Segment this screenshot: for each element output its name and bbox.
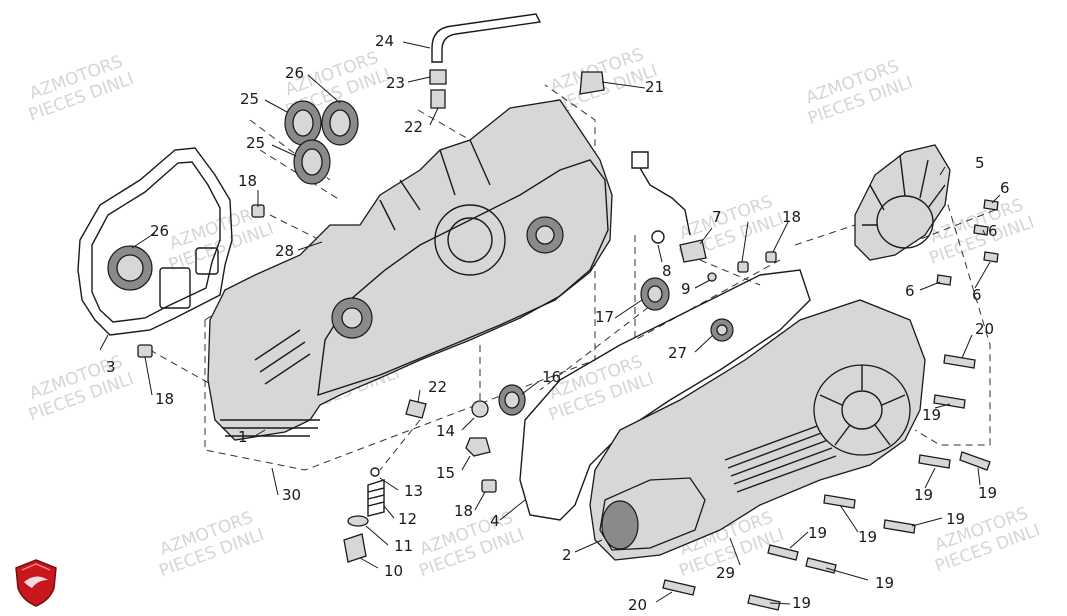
callout-10: 10: [384, 562, 403, 580]
callout-19: 19: [946, 510, 965, 528]
brand-shield-logo: [15, 559, 57, 607]
transmission-cover: [589, 299, 926, 561]
callout-19: 19: [978, 484, 997, 502]
callout-18: 18: [782, 208, 801, 226]
callout-4: 4: [490, 512, 500, 530]
shield-highlight: [21, 563, 51, 571]
callout-15: 15: [436, 464, 455, 482]
cover-gasket: [519, 269, 811, 521]
callout-22: 22: [404, 118, 423, 136]
callout-1: 1: [238, 428, 248, 446]
callout-19: 19: [792, 594, 811, 612]
callout-17: 17: [595, 308, 614, 326]
callout-6: 6: [905, 282, 915, 300]
callout-18: 18: [155, 390, 174, 408]
callout-11: 11: [394, 537, 413, 555]
shield-emblem-icon: [24, 576, 48, 588]
callout-8: 8: [662, 262, 672, 280]
callout-6: 6: [1000, 179, 1010, 197]
seals-and-sensor: [498, 151, 777, 416]
callout-23: 23: [386, 74, 405, 92]
callout-14: 14: [436, 422, 455, 440]
callout-24: 24: [375, 32, 394, 50]
leader-lines: [99, 41, 1001, 605]
callout-26: 26: [150, 222, 169, 240]
callout-29: 29: [716, 564, 735, 582]
callout-6: 6: [988, 222, 998, 240]
callout-18: 18: [454, 502, 473, 520]
small-parts-left: [137, 204, 497, 563]
callout-20: 20: [628, 596, 647, 614]
callout-3: 3: [106, 358, 116, 376]
callout-7: 7: [712, 208, 722, 226]
callout-6: 6: [972, 286, 982, 304]
callout-19: 19: [858, 528, 877, 546]
callout-19: 19: [922, 406, 941, 424]
callout-19: 19: [808, 524, 827, 542]
callout-2: 2: [562, 546, 572, 564]
oil-seal: [107, 245, 153, 291]
air-duct-cover: [854, 144, 951, 261]
callout-19: 19: [914, 486, 933, 504]
bearings: [284, 100, 359, 185]
crankcase-gasket: [77, 147, 233, 336]
callout-25: 25: [240, 90, 259, 108]
callout-13: 13: [404, 482, 423, 500]
callout-22: 22: [428, 378, 447, 396]
callout-27: 27: [668, 344, 687, 362]
crankcase: [207, 99, 613, 441]
callout-20: 20: [975, 320, 994, 338]
callout-9: 9: [681, 280, 691, 298]
breather-hose: [429, 13, 605, 109]
callout-30: 30: [282, 486, 301, 504]
callout-12: 12: [398, 510, 417, 528]
callout-26: 26: [285, 64, 304, 82]
callout-28: 28: [275, 242, 294, 260]
callout-5: 5: [975, 154, 985, 172]
callout-21: 21: [645, 78, 664, 96]
callout-labels: 24 23 22 21 26 25 25 18 26 28 3 18 1 30 …: [106, 32, 1010, 614]
callout-19: 19: [875, 574, 894, 592]
bolts: [662, 199, 999, 611]
callout-25: 25: [246, 134, 265, 152]
callout-16: 16: [542, 368, 561, 386]
callout-18: 18: [238, 172, 257, 190]
